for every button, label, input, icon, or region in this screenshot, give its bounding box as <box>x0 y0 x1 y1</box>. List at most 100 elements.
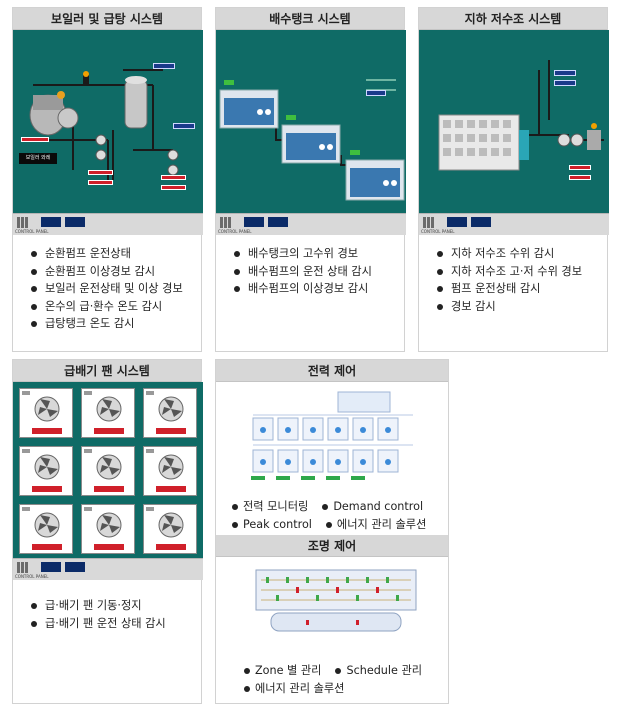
fan-tile[interactable] <box>81 446 135 496</box>
list-item: 순환펌프 운전상태 <box>31 245 183 263</box>
fan-tile[interactable] <box>81 504 135 554</box>
toolbar-button[interactable] <box>41 217 61 227</box>
bullet-icon <box>244 686 250 692</box>
fan-tile[interactable] <box>19 446 73 496</box>
control-panel-icon[interactable] <box>423 217 435 228</box>
toolbar-button[interactable] <box>471 217 491 227</box>
lighting-floorplan <box>246 565 426 635</box>
toolbar-button[interactable] <box>65 562 85 572</box>
fan-tile[interactable] <box>81 388 135 438</box>
control-panel-icon[interactable] <box>17 217 29 228</box>
bullet-icon <box>325 522 332 528</box>
toolbar-button[interactable] <box>268 217 288 227</box>
feature-list: 배수탱크의 고수위 경보 배수펌프의 운전 상태 감시 배수펌프의 이상경보 감… <box>234 245 372 298</box>
alarm-indicator <box>94 428 124 434</box>
fan-icon <box>146 449 184 480</box>
card-fan: 급배기 팬 시스템 CONTROL PANEL 급·배기 팬 기동·정지 급·배… <box>12 359 203 704</box>
card-title: 보일러 및 급탕 시스템 <box>13 8 201 30</box>
toolbar-button[interactable] <box>41 562 61 572</box>
card-boiler: 보일러 및 급탕 시스템 보일러 와레 <box>12 7 203 352</box>
control-panel-icon[interactable] <box>17 562 29 573</box>
list-item: 급·배기 팬 기동·정지 <box>31 597 166 615</box>
alarm-indicator <box>88 170 113 175</box>
status-tag <box>153 63 175 69</box>
list-item: 배수펌프의 이상경보 감시 <box>234 280 372 298</box>
list-item: 경보 감시 <box>437 298 582 316</box>
control-panel-icon[interactable] <box>220 217 232 228</box>
card-drain: 배수탱크 시스템 CONTROL PANEL <box>215 7 406 352</box>
scada-control-bar: CONTROL PANEL <box>13 213 203 235</box>
list-item: 온수의 급·환수 온도 감시 <box>31 298 183 316</box>
scada-control-bar: CONTROL PANEL <box>419 213 609 235</box>
status-tag <box>173 123 195 129</box>
fan-icon <box>84 391 122 422</box>
fan-tile[interactable] <box>19 388 73 438</box>
toolbar-button[interactable] <box>447 217 467 227</box>
alarm-indicator <box>32 544 62 550</box>
bullet-icon <box>322 504 329 510</box>
boiler-overlay-label: 보일러 와레 <box>19 153 57 164</box>
card-title: 급배기 팬 시스템 <box>13 360 201 382</box>
feature-label: Zone 별 관리 <box>255 664 322 677</box>
alarm-indicator <box>161 175 186 180</box>
power-diagram <box>248 390 418 482</box>
fan-tile[interactable] <box>143 446 197 496</box>
list-item: 급·배기 팬 운전 상태 감시 <box>31 615 166 633</box>
status-indicator <box>350 150 360 155</box>
alarm-indicator <box>161 185 186 190</box>
scada-drain-screen: CONTROL PANEL <box>216 30 406 235</box>
alarm-indicator <box>21 137 49 142</box>
lighting-feature-row: 에너지 관리 솔루션 <box>244 680 344 696</box>
bullet-icon <box>244 668 250 674</box>
control-panel-label: CONTROL PANEL <box>218 229 252 234</box>
toolbar-button[interactable] <box>244 217 264 227</box>
fan-icon <box>146 391 184 422</box>
alarm-indicator <box>156 486 186 492</box>
status-indicator <box>224 80 234 85</box>
alarm-indicator <box>156 428 186 434</box>
alarm-indicator <box>94 486 124 492</box>
status-tag <box>554 80 576 86</box>
alarm-indicator <box>32 428 62 434</box>
card-title: 지하 저수조 시스템 <box>419 8 607 30</box>
drain-diagram <box>219 79 405 201</box>
fan-icon <box>146 507 184 538</box>
status-tag <box>554 70 576 76</box>
fan-tile[interactable] <box>143 388 197 438</box>
fan-icon <box>22 507 60 538</box>
status-tag <box>366 90 386 96</box>
fan-tile[interactable] <box>143 504 197 554</box>
feature-list: 지하 저수조 수위 감시 지하 저수조 고·저 수위 경보 펌프 운전상태 감시… <box>437 245 582 315</box>
fan-tile[interactable] <box>19 504 73 554</box>
bullet-icon <box>335 668 342 674</box>
control-panel-label: CONTROL PANEL <box>421 229 455 234</box>
feature-label: 에너지 관리 솔루션 <box>336 518 427 531</box>
feature-list: 급·배기 팬 기동·정지 급·배기 팬 운전 상태 감시 <box>31 597 166 632</box>
scada-control-bar: CONTROL PANEL <box>13 558 203 580</box>
fan-icon <box>84 449 122 480</box>
list-item: 지하 저수조 고·저 수위 경보 <box>437 263 582 281</box>
feature-label: 전력 모니터링 <box>243 500 309 513</box>
alarm-indicator <box>88 180 113 185</box>
alarm-indicator <box>569 165 591 170</box>
boiler-diagram <box>29 69 179 180</box>
reservoir-diagram <box>438 60 604 171</box>
control-panel-label: CONTROL PANEL <box>15 229 49 234</box>
control-panel-label: CONTROL PANEL <box>15 574 49 579</box>
card-underground: 지하 저수조 시스템 CONTROL PANEL <box>418 7 609 352</box>
list-item: 순환펌프 이상경보 감시 <box>31 263 183 281</box>
fan-icon <box>22 449 60 480</box>
list-item: 배수펌프의 운전 상태 감시 <box>234 263 372 281</box>
list-item: 지하 저수조 수위 감시 <box>437 245 582 263</box>
list-item: 급탕탱크 온도 감시 <box>31 315 183 333</box>
scada-underground-screen: CONTROL PANEL <box>419 30 609 235</box>
toolbar-button[interactable] <box>65 217 85 227</box>
feature-label: 에너지 관리 솔루션 <box>255 682 345 695</box>
card-title: 전력 제어 <box>216 360 448 382</box>
fan-icon <box>84 507 122 538</box>
alarm-indicator <box>94 544 124 550</box>
scada-control-bar: CONTROL PANEL <box>216 213 406 235</box>
